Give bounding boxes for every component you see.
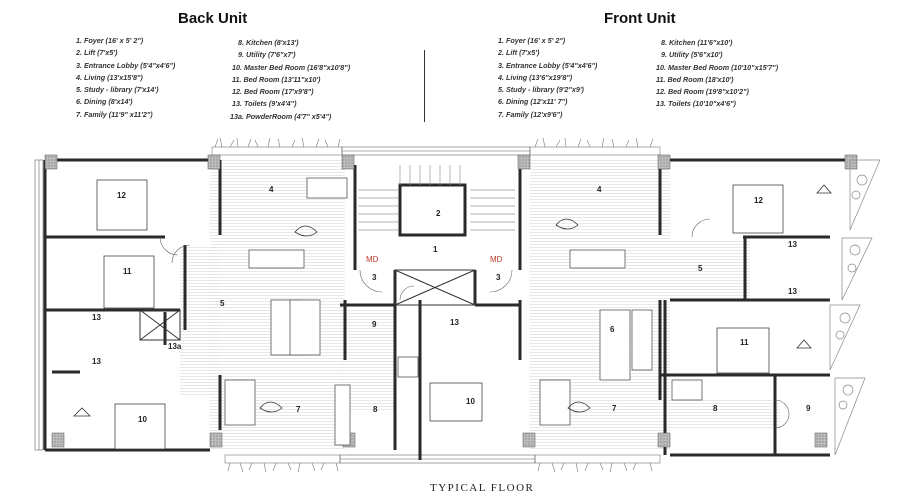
front-unit-legend-col1: 1. Foyer (16' x 5' 2") 2. Lift (7'x5') 3… <box>498 35 597 121</box>
back-unit-legend-col1: 1. Foyer (16' x 5' 2") 2. Lift (7'x5') 3… <box>76 35 175 121</box>
back-unit-legend-col2: 8. Kitchen (8'x13') 9. Utility (7'6"x7')… <box>230 37 350 123</box>
back-room-8: 8 <box>373 405 378 414</box>
legend-item: 13. Toilets (9'x4'4") <box>232 99 297 109</box>
rugs <box>73 184 832 417</box>
legend-item: 12. Bed Room (19'8"x10'2") <box>656 87 749 97</box>
front-room-8: 8 <box>713 404 718 413</box>
legend-item: 8. Kitchen (11'6"x10') <box>661 38 733 47</box>
doors <box>159 218 790 429</box>
front-room-4: 4 <box>597 185 602 194</box>
back-room-9: 9 <box>372 320 377 329</box>
legend-item: 1. Foyer (16' x 5' 2") <box>76 36 144 45</box>
front-room-11: 11 <box>740 338 749 347</box>
legend-item: 4. Living (13'6"x19'8") <box>498 72 573 82</box>
legend-item: 2. Lift (7'x5') <box>76 48 118 58</box>
front-room-7: 7 <box>612 404 617 413</box>
front-room-13-master: 13 <box>450 318 459 327</box>
legend-item: 7. Family (11'9" x11'2") <box>76 109 153 119</box>
back-room-12: 12 <box>117 191 126 200</box>
back-room-5: 5 <box>220 299 225 308</box>
front-room-5: 5 <box>698 264 703 273</box>
room-label-entrance-right: 3 <box>496 273 501 282</box>
front-room-12: 12 <box>754 196 763 205</box>
legend-item: 4. Living (13'x15'8") <box>76 72 143 82</box>
back-room-10: 10 <box>138 415 147 424</box>
railings <box>34 146 536 464</box>
main-door-label-left: MD <box>366 255 379 264</box>
legend-item: 9. Utility (7'6"x7') <box>238 50 296 60</box>
legend-item: 10. Master Bed Room (10'10"x15'7") <box>656 62 779 72</box>
main-door-label-right: MD <box>490 255 503 264</box>
beds <box>96 179 784 450</box>
furniture <box>224 177 703 446</box>
legend-item: 3. Entrance Lobby (5'4"x4'6") <box>498 60 598 70</box>
back-unit-title: Back Unit <box>178 10 248 27</box>
legend-item: 11. Bed Room (13'11"x10') <box>232 74 321 84</box>
legend-item: 6. Dining (12'x11' 7") <box>498 97 568 107</box>
legend-item: 9. Utility (5'6"x10') <box>661 50 723 60</box>
legend-divider <box>424 50 425 122</box>
front-unit-legend-col2: 8. Kitchen (11'6"x10') 9. Utility (5'6"x… <box>656 37 778 111</box>
front-room-10: 10 <box>466 397 475 406</box>
back-room-13a-powder: 13a <box>168 342 182 351</box>
front-unit-title: Front Unit <box>604 10 676 27</box>
legend-item: 5. Study - library (9'2"x9') <box>498 85 584 95</box>
room-labels: 2 1 MD MD 3 3 12 11 5 4 13 13 13a 10 7 8… <box>92 185 811 424</box>
walls <box>43 158 850 460</box>
legend-item: 12. Bed Room (17'x9'8") <box>232 87 314 97</box>
legend-item: 11. Bed Room (18'x10') <box>656 74 734 84</box>
back-room-11: 11 <box>123 267 132 276</box>
legend-item: 10. Master Bed Room (16'8"x10'8") <box>232 62 351 72</box>
lift-shaft <box>139 269 476 341</box>
columns <box>44 154 858 448</box>
legend-item: 2. Lift (7'x5') <box>498 48 540 58</box>
legend-item: 6. Dining (8'x14') <box>76 97 133 107</box>
front-room-6: 6 <box>610 325 615 334</box>
legend-item: 3. Entrance Lobby (5'4"x4'6") <box>76 60 176 70</box>
back-room-4: 4 <box>269 185 274 194</box>
legend-item: 7. Family (12'x9'6") <box>498 109 563 119</box>
front-room-13a: 13 <box>788 240 797 249</box>
legend-item: 8. Kitchen (8'x13') <box>238 38 299 47</box>
plan-caption: TYPICAL FLOOR <box>430 482 535 494</box>
room-label-entrance-left: 3 <box>372 273 377 282</box>
legend-item: 13a. PowderRoom (4'7" x5'4") <box>230 111 332 121</box>
back-room-13a: 13 <box>92 313 101 322</box>
side-planters <box>829 159 881 456</box>
back-room-7: 7 <box>296 405 301 414</box>
front-room-13b: 13 <box>788 287 797 296</box>
room-label-foyer: 1 <box>433 245 438 254</box>
front-room-9: 9 <box>806 404 811 413</box>
staircase <box>358 165 515 231</box>
room-label-lift: 2 <box>436 209 441 218</box>
legend-item: 13. Toilets (10'10"x4'6") <box>656 99 736 109</box>
back-room-13b: 13 <box>92 357 101 366</box>
legend-item: 1. Foyer (16' x 5' 2") <box>498 36 566 45</box>
legend-item: 5. Study - library (7'x14') <box>76 85 159 95</box>
